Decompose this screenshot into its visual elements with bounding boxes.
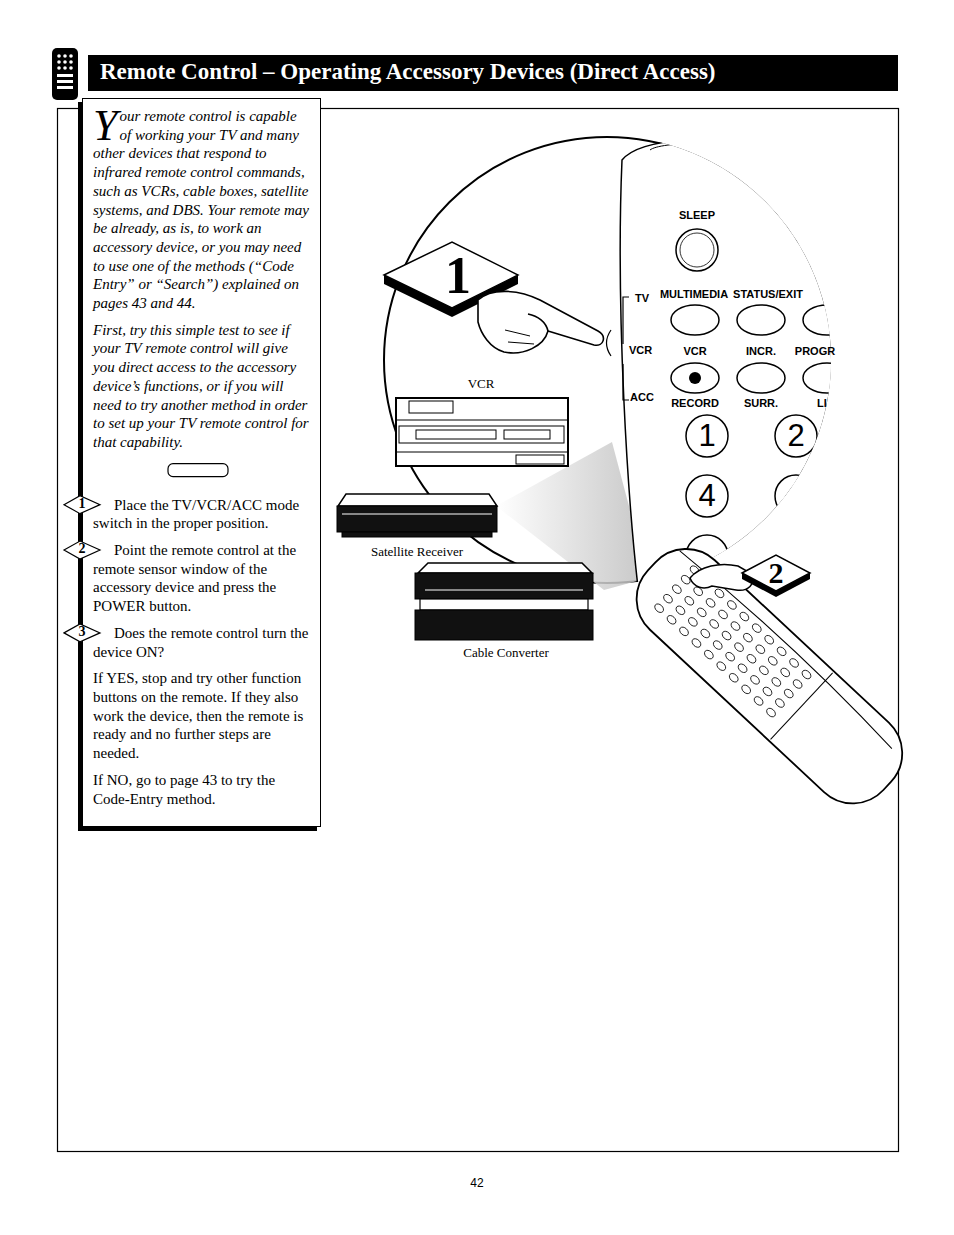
remote-button [774, 697, 786, 709]
satellite-receiver [337, 494, 497, 537]
button-label: SLEEP [679, 209, 715, 222]
remote-button [721, 630, 733, 642]
button-label: VCR [683, 345, 706, 358]
remote-button [738, 611, 750, 623]
device-label: Cable Converter [463, 646, 549, 661]
remote-button [758, 664, 770, 676]
remote-button [712, 639, 724, 651]
remote-button [754, 643, 766, 655]
text-panel: Your remote control is capable of workin… [82, 98, 321, 827]
button-label: RECORD [671, 397, 719, 410]
remote-button [751, 622, 763, 634]
remote-button [703, 649, 715, 661]
remote-button [713, 587, 725, 599]
remote-button [800, 669, 812, 681]
remote-button [742, 632, 754, 644]
step-number: 3 [79, 624, 86, 641]
remote-face [620, 130, 900, 620]
remote-button [717, 608, 729, 620]
panel-text: Your remote control is capable of workin… [93, 107, 310, 313]
remote-button [745, 653, 757, 665]
remote-button [737, 662, 749, 674]
step-number: 2 [79, 541, 86, 558]
remote-button [674, 604, 686, 616]
handheld-remote [619, 532, 919, 821]
panel-text: Does the remote control turn the device … [93, 624, 310, 661]
remote-button [683, 595, 695, 607]
button-label: LI [817, 397, 827, 410]
panel-text: If YES, stop and try other function butt… [93, 669, 310, 763]
remote-button [729, 620, 741, 632]
remote-button [687, 616, 699, 628]
remote-button [749, 674, 761, 686]
remote-button [671, 583, 683, 595]
remote-button [770, 676, 782, 688]
callout-number: 1 [445, 250, 471, 302]
remote-button [765, 707, 777, 719]
title-band [88, 55, 898, 91]
remote-button [662, 593, 674, 605]
panel-text: Place the TV/VCR/ACC mode switch in the … [93, 496, 310, 533]
remote-button [724, 651, 736, 663]
device-label: Satellite Receiver [371, 545, 463, 560]
panel-text: If NO, go to page 43 to try the Code-Ent… [93, 771, 310, 808]
switch-label: VCR [629, 344, 652, 357]
callout-diamond [742, 555, 810, 597]
remote-button [696, 606, 708, 618]
step-number: 1 [79, 496, 86, 513]
panel-text: First, try this simple test to see if yo… [93, 321, 310, 452]
digit-key: 2 [787, 418, 804, 454]
remote-button [779, 666, 791, 678]
remote-button [767, 655, 779, 667]
remote-button [653, 602, 665, 614]
pointing-hand [478, 291, 603, 353]
remote-button [788, 657, 800, 669]
remote-button [715, 660, 727, 672]
digit-key: 1 [698, 418, 715, 454]
button-label: PROGR [795, 345, 835, 358]
device-label: VCR [468, 377, 495, 392]
remote-button [783, 688, 795, 700]
remote-button [740, 683, 752, 695]
remote-button [763, 634, 775, 646]
remote-button [678, 625, 690, 637]
remote-button [728, 672, 740, 684]
button-label: MULTIMEDIA [660, 288, 728, 301]
remote-button [666, 614, 678, 626]
switch-label: TV [635, 292, 649, 305]
button-label: STATUS/EXIT [733, 288, 803, 301]
remote-button [726, 599, 738, 611]
remote-button [761, 685, 773, 697]
switch-label: ACC [630, 391, 654, 404]
panel-text: Point the remote control at the remote s… [93, 541, 310, 616]
remote-button [708, 618, 720, 630]
remote-button [776, 645, 788, 657]
button-label: INCR. [746, 345, 776, 358]
cable-converter [415, 563, 593, 640]
page-title: Remote Control – Operating Accessory Dev… [100, 59, 716, 85]
remote-button [753, 695, 765, 707]
mode-switch [607, 297, 630, 400]
remote-button [690, 637, 702, 649]
callout-number: 2 [769, 558, 784, 588]
digit-key: 4 [698, 478, 715, 514]
remote-icon [52, 48, 78, 100]
button-label: SURR. [744, 397, 778, 410]
remote-button [792, 678, 804, 690]
remote-button [705, 597, 717, 609]
vcr-device [396, 398, 568, 466]
remote-button [733, 641, 745, 653]
remote-button [699, 628, 711, 640]
page-number: 42 [470, 1177, 483, 1191]
